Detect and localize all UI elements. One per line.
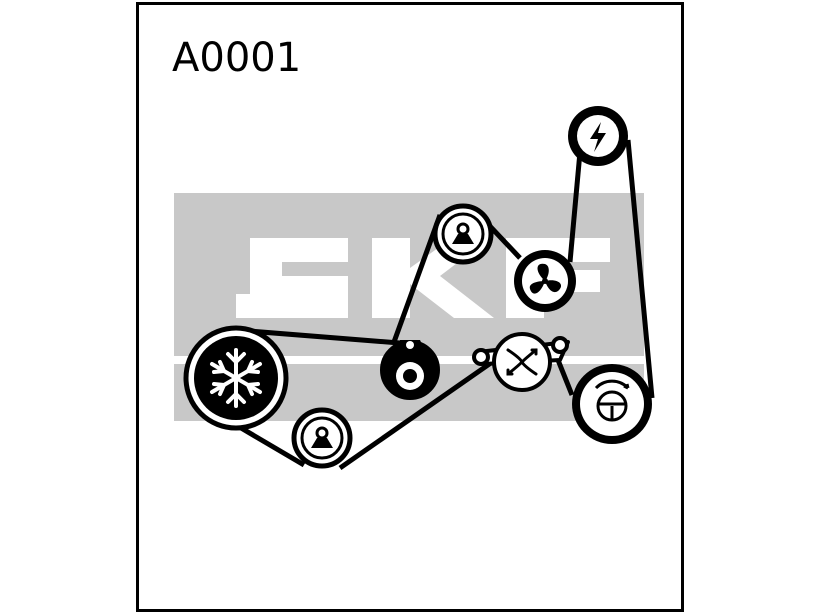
steering-wheel-icon (594, 379, 630, 422)
power-steering-pulley (572, 364, 652, 444)
ac-compressor-pulley (183, 325, 289, 431)
idler-icon (452, 222, 474, 244)
fan-pulley (514, 250, 576, 312)
idler-icon (311, 426, 333, 448)
water-pump-pulley (492, 332, 552, 392)
snowflake-icon (210, 348, 262, 408)
alternator-pulley (568, 106, 628, 166)
watermark-letter-s (236, 238, 348, 318)
belt-segment (391, 214, 443, 343)
pump-icon (506, 348, 538, 376)
lightning-icon (590, 122, 606, 152)
tensioner-icon (406, 341, 414, 349)
belt-segment (234, 422, 306, 468)
belt-segment (235, 327, 413, 347)
fan-icon (529, 263, 562, 294)
belt-segment (625, 139, 655, 399)
idler-bottom-pulley (291, 407, 353, 469)
belt-segment (338, 355, 500, 471)
tensioner-pulley (380, 340, 440, 400)
idler-top-pulley (432, 203, 494, 265)
diagram-code: A0001 (172, 35, 302, 81)
